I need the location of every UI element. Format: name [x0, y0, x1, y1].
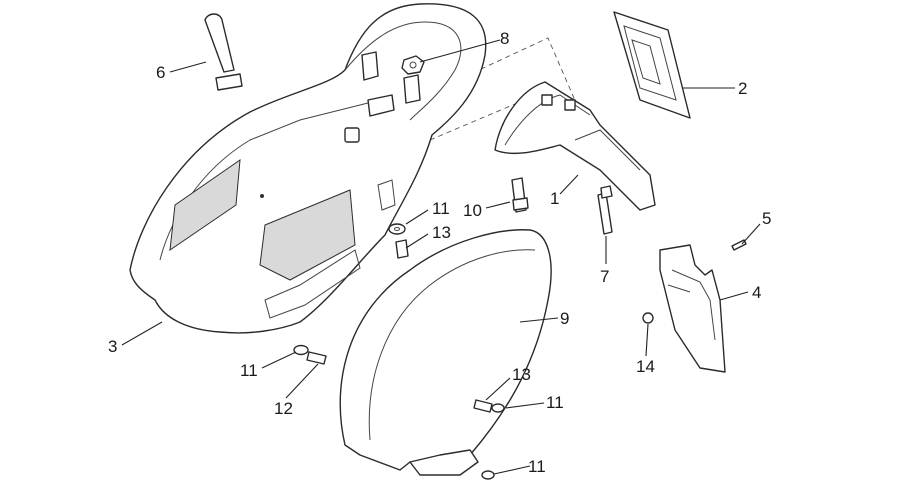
part-washer-left: [293, 344, 309, 356]
part-rear-body-shell: [129, 3, 487, 334]
callout-label: 7: [600, 267, 609, 286]
part-bolt-10: [511, 177, 529, 213]
callout-label: 1: [550, 189, 559, 208]
part-washer-bottom: [481, 470, 495, 480]
callout-label: 11: [240, 361, 258, 380]
part-mud-flap: [659, 244, 726, 373]
part-plate-frame: [613, 11, 691, 119]
callout-label: 11: [528, 457, 546, 476]
callout-label: 6: [156, 63, 165, 82]
callout-label: 2: [738, 79, 747, 98]
callout-label: 14: [636, 357, 655, 376]
callout-label: 10: [463, 201, 482, 220]
callout-label: 8: [500, 29, 509, 48]
callout-label: 11: [546, 393, 564, 412]
part-screw-5: [731, 239, 747, 251]
part-front-fender: [339, 229, 552, 476]
part-washer-upper: [388, 223, 406, 235]
part-bolt-7: [597, 185, 613, 235]
part-nut-14: [642, 312, 654, 324]
part-screw-fender: [473, 399, 493, 413]
callout-label: 5: [762, 209, 771, 228]
part-plate-holder: [494, 81, 656, 211]
leader-lines: [121, 39, 761, 475]
callout-label: 4: [752, 283, 761, 302]
part-screw-upper: [395, 239, 409, 259]
part-nut: [401, 55, 425, 75]
callout-label: 3: [108, 337, 117, 356]
callout-label: 13: [512, 365, 531, 384]
part-hook-hanger: [204, 13, 243, 91]
part-washer-fender: [491, 403, 505, 413]
callout-label: 12: [274, 399, 293, 418]
callout-label: 13: [432, 223, 451, 242]
callout-label: 9: [560, 309, 569, 328]
callout-labels: 1 2 3 4 5 6 7 8 9 10 11 11 11 11 12 13 1…: [108, 29, 771, 476]
part-screw-left: [306, 351, 327, 365]
callout-label: 11: [432, 199, 450, 218]
